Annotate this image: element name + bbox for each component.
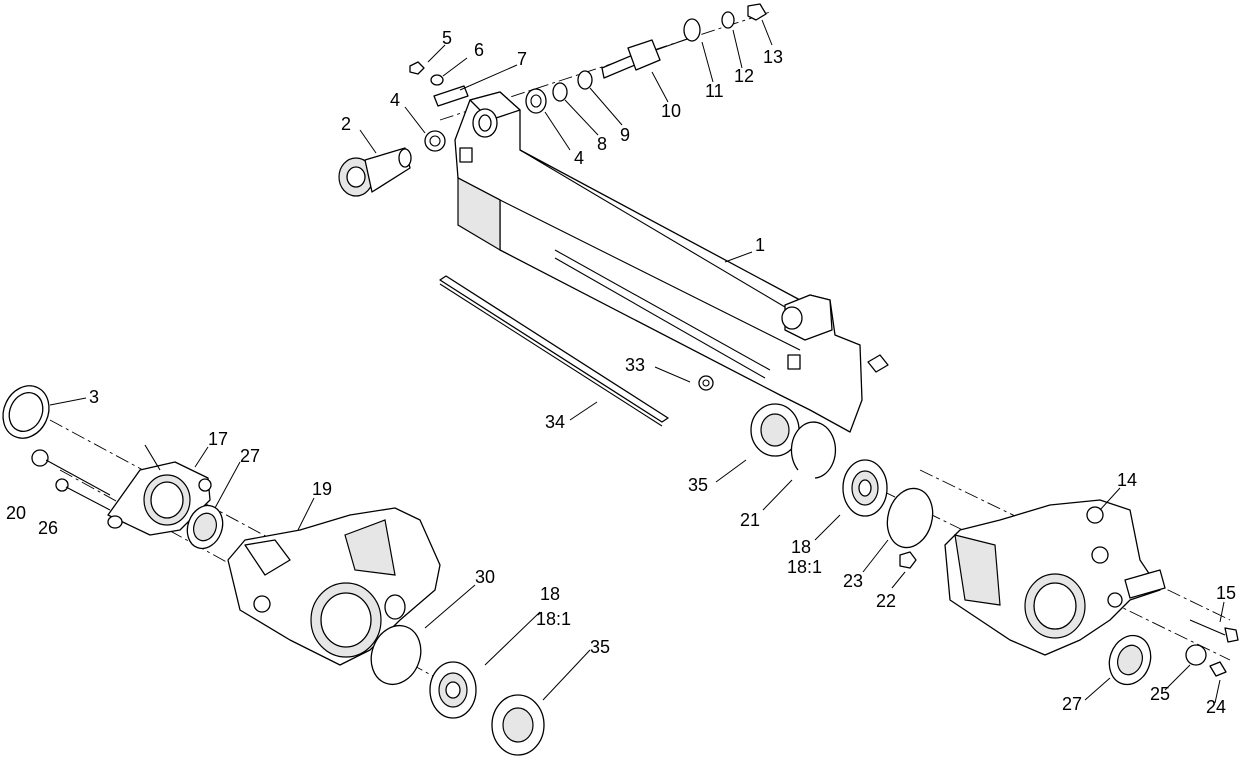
bolt-part-24	[1209, 661, 1227, 677]
seal-part-35-left	[491, 694, 545, 756]
callout-5: 5	[442, 28, 452, 48]
callout-18-right: 18	[791, 537, 811, 557]
side-housing-part-19	[227, 507, 441, 666]
bolt-part-5	[409, 61, 425, 75]
callout-33: 33	[625, 355, 645, 375]
bolt-part-15	[1189, 619, 1239, 643]
bolt-part-20	[31, 449, 111, 496]
callout-18-left: 18	[540, 584, 560, 604]
callout-4b: 4	[574, 148, 584, 168]
callout-26: 26	[38, 518, 58, 538]
callout-30: 30	[475, 567, 495, 587]
callout-19: 19	[312, 479, 332, 499]
callout-27-right: 27	[1062, 694, 1082, 714]
nut-part-22	[899, 551, 917, 569]
callout-18-1-left: 18:1	[536, 609, 571, 629]
washer-part-11	[683, 18, 701, 42]
callout-23: 23	[843, 571, 863, 591]
callout-20: 20	[6, 503, 26, 523]
nut-part-13	[747, 3, 767, 21]
callout-15: 15	[1216, 583, 1236, 603]
callout-3: 3	[89, 387, 99, 407]
callout-24: 24	[1206, 697, 1226, 717]
callout-18-1-right: 18:1	[787, 557, 822, 577]
bearing-part-18-right	[842, 459, 888, 517]
bearing-part-18-left	[429, 661, 477, 719]
nut-part-33	[698, 375, 714, 391]
bolt-part-26	[55, 478, 111, 511]
scraper-bar-part-34	[439, 275, 669, 427]
callout-12: 12	[734, 66, 754, 86]
snap-ring-part-21	[790, 421, 837, 479]
callout-22: 22	[876, 591, 896, 611]
callout-9: 9	[620, 125, 630, 145]
callout-17: 17	[208, 429, 228, 449]
o-ring-part-23	[886, 487, 934, 549]
spring-washer-part-12	[721, 11, 735, 29]
seal-part-27-left	[186, 504, 224, 550]
washer-part-6	[430, 74, 444, 86]
callout-1: 1	[755, 235, 765, 255]
shaft-part-10	[601, 37, 691, 79]
side-housing-part-14	[944, 499, 1166, 656]
callout-21: 21	[740, 510, 760, 530]
seal-part-27-right	[1108, 634, 1152, 686]
snap-ring-part-9	[577, 70, 593, 90]
callout-14: 14	[1117, 470, 1137, 490]
ring-part-8	[552, 82, 568, 102]
callout-7: 7	[517, 49, 527, 69]
side-frame-part-1	[454, 91, 889, 433]
gear-shaft-part-2	[338, 147, 412, 197]
bracket-part-7	[433, 85, 469, 107]
callout-35-left: 35	[590, 637, 610, 657]
callout-6: 6	[474, 40, 484, 60]
callout-35-right: 35	[688, 475, 708, 495]
callout-11: 11	[705, 81, 724, 101]
seal-part-3	[2, 385, 50, 439]
callout-labels: 1 2 3 4 4 5 6 7 8 9 10 11 12 13 14 15 17…	[6, 28, 1236, 717]
callout-10: 10	[661, 101, 681, 121]
bearing-part-4a	[424, 130, 446, 152]
callout-27-left: 27	[240, 446, 260, 466]
leader-lines	[49, 19, 1225, 704]
callout-2: 2	[341, 114, 351, 134]
bearing-part-4b	[525, 88, 547, 114]
o-ring-part-30	[370, 624, 422, 686]
callout-25: 25	[1150, 684, 1170, 704]
spacer-part-25	[1185, 644, 1207, 666]
seal-part-35-right	[750, 403, 800, 457]
callout-34: 34	[545, 412, 565, 432]
callout-4a: 4	[390, 90, 400, 110]
callout-13: 13	[763, 47, 783, 67]
housing-part-17	[107, 444, 212, 536]
callout-8: 8	[597, 134, 607, 154]
